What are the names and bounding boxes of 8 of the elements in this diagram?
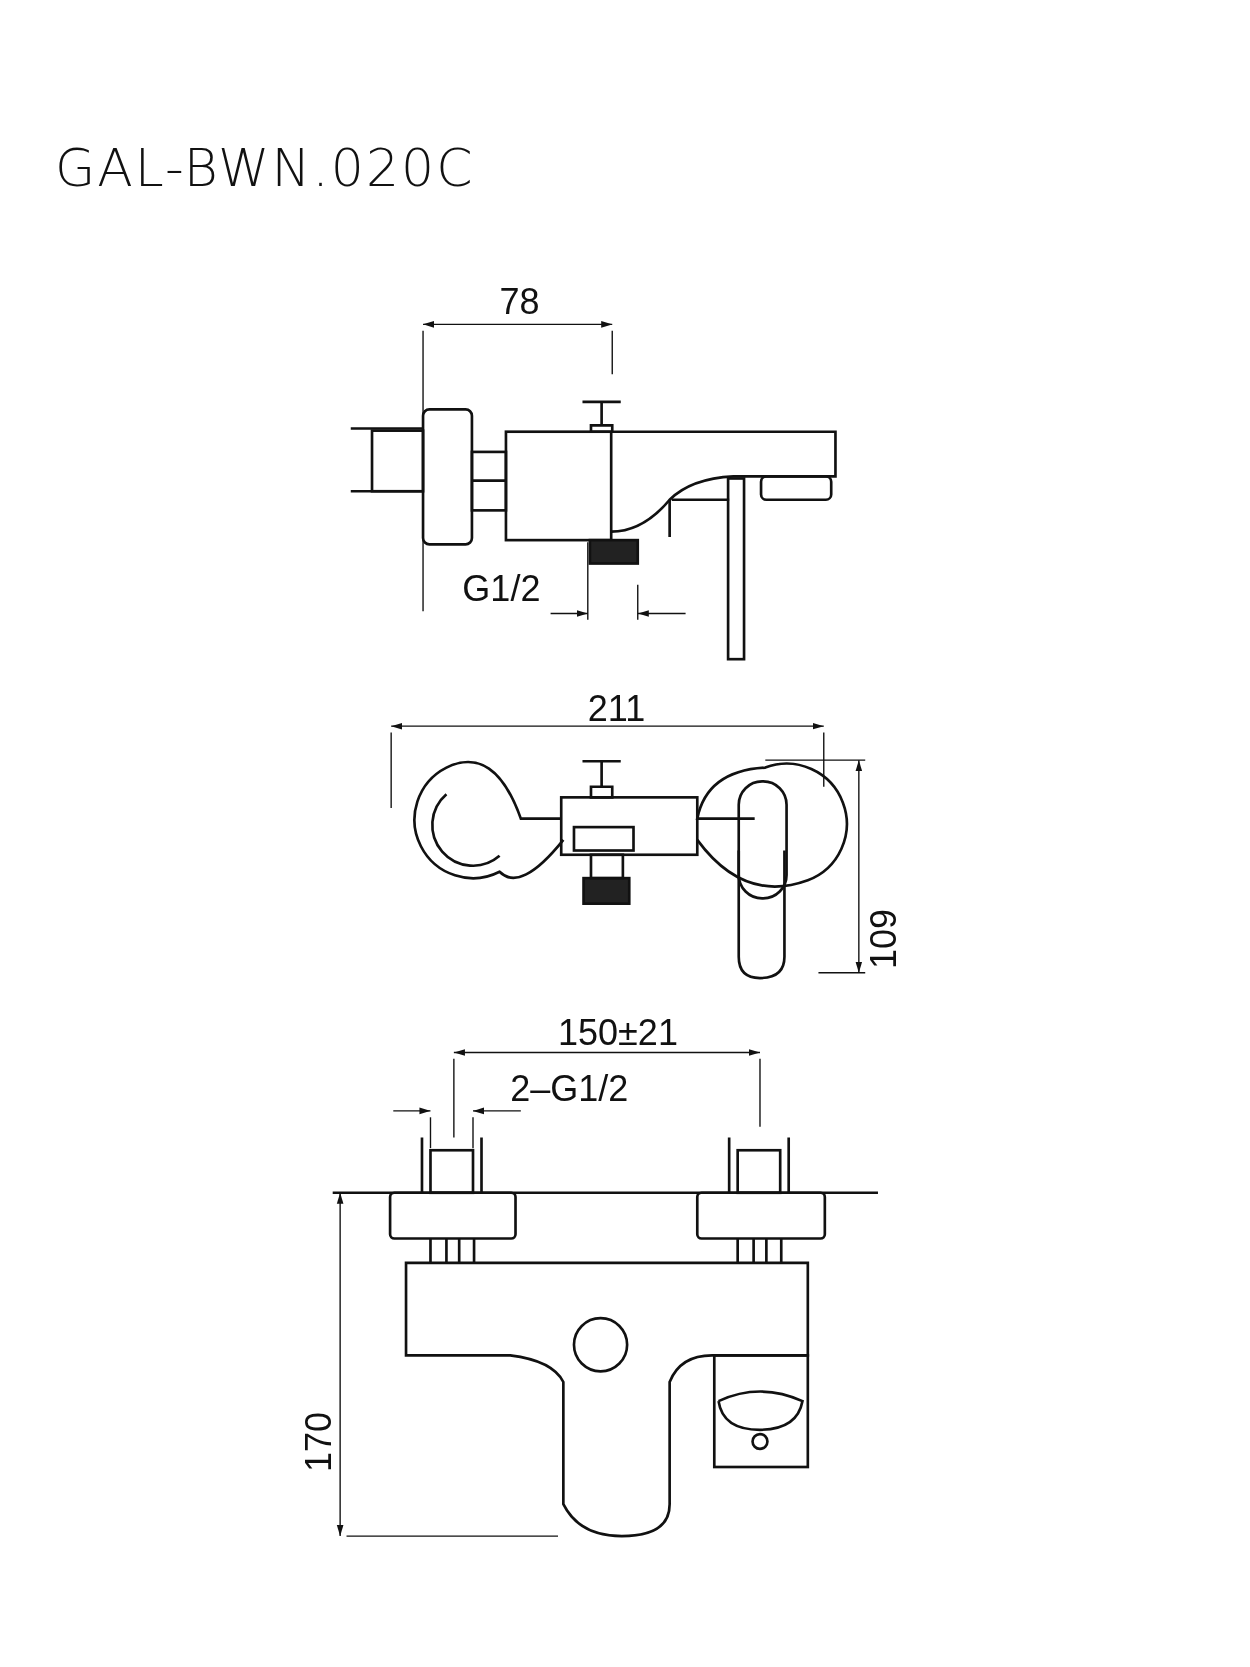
title: GAL-BWN.020C bbox=[55, 142, 475, 194]
dimension-label: 109 bbox=[866, 908, 903, 969]
dimension-label: G1/2 bbox=[462, 570, 541, 607]
dimension-label: 211 bbox=[587, 690, 646, 727]
dimension-label: 78 bbox=[499, 283, 540, 320]
dimension-label: 150±21 bbox=[558, 1015, 678, 1052]
dimension-label: 170 bbox=[300, 1411, 337, 1472]
dimension-label: 2–G1/2 bbox=[510, 1071, 629, 1108]
